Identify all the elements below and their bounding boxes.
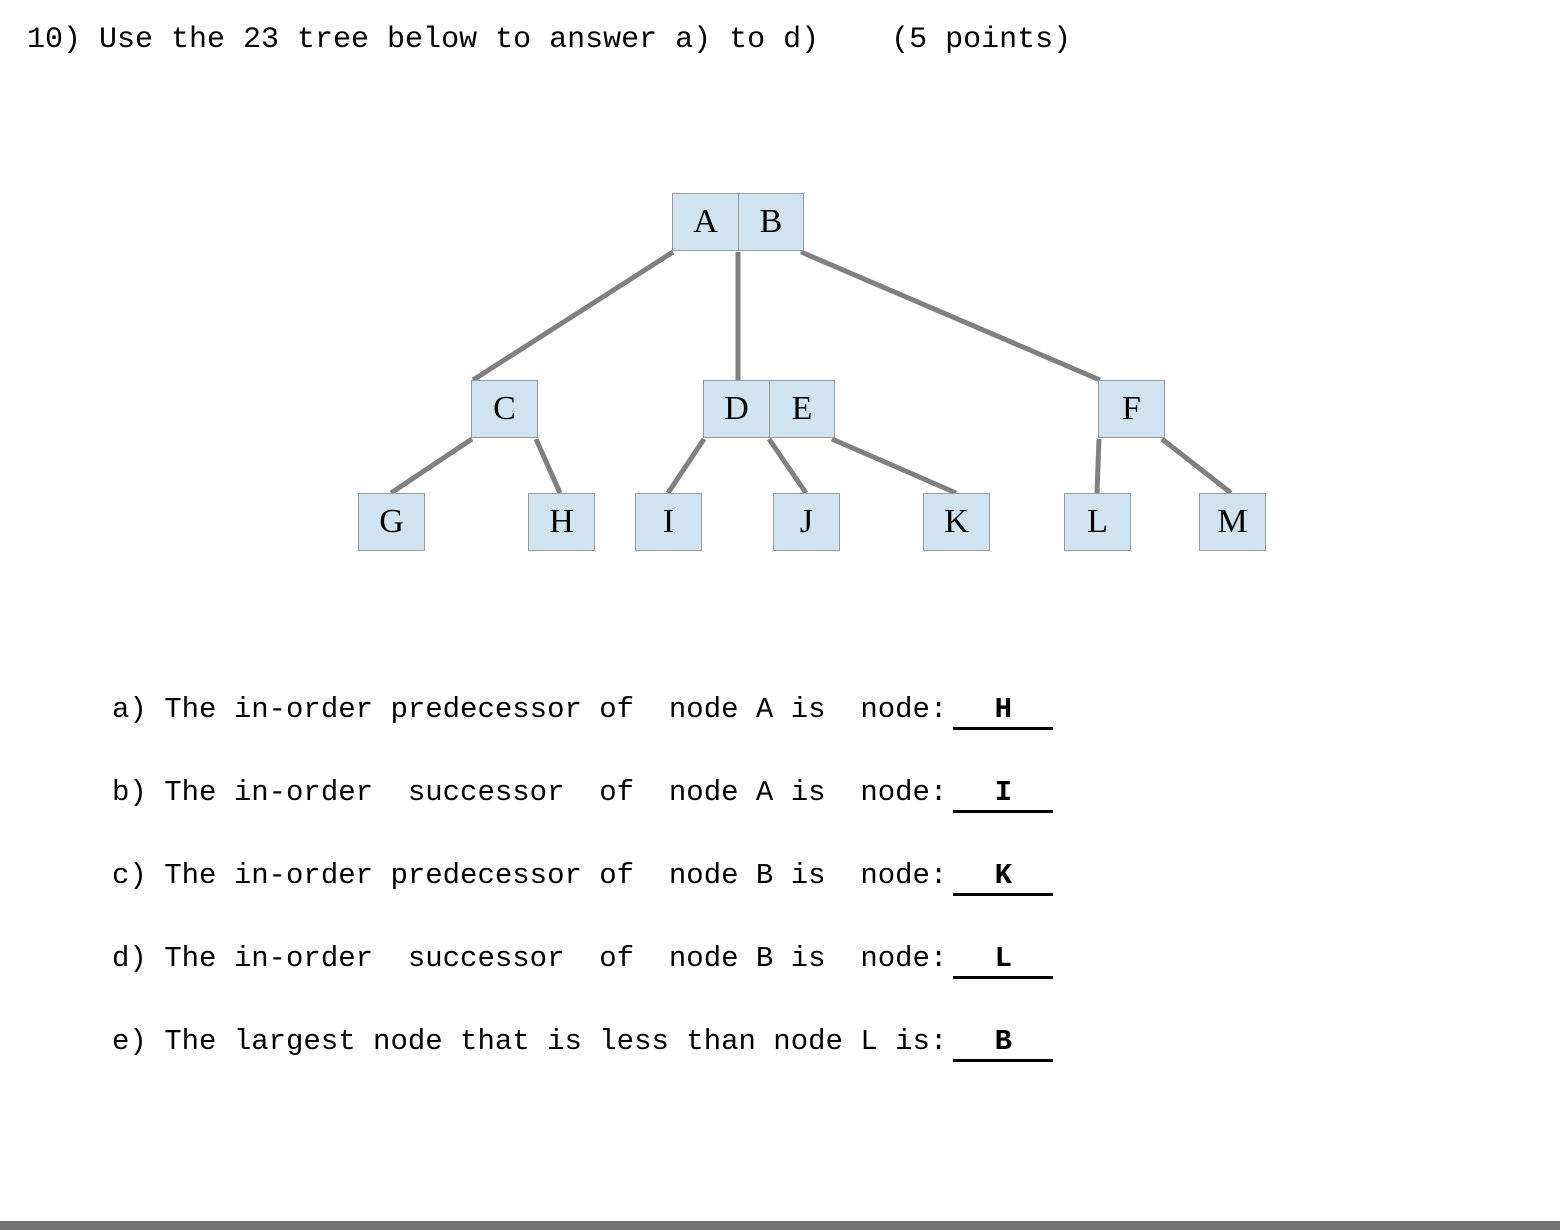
tree-edge-c-h (533, 437, 563, 495)
answer-prompt-3: c) The in-order predecessor of node B is… (112, 859, 948, 892)
tree-node-key-k: K (944, 503, 969, 540)
answer-prompt-1: a) The in-order predecessor of node A is… (112, 693, 948, 726)
tree-node-m: M (1199, 493, 1266, 551)
tree-edge-f-l (1094, 438, 1102, 494)
tree-edges-layer (389, 249, 1233, 496)
tree-node-key-c: C (493, 390, 516, 427)
tree-node-l: L (1064, 493, 1131, 551)
answer-row-5: e) The largest node that is less than no… (112, 1022, 1412, 1105)
tree-edge-de-i (665, 437, 707, 495)
tree-node-key-h: H (549, 503, 574, 540)
tree-node-key-j: J (799, 503, 814, 540)
answer-list: a) The in-order predecessor of node A is… (112, 690, 1412, 1105)
page-title: 10) Use the 23 tree below to answer a) t… (27, 23, 1072, 57)
answer-blank-5[interactable]: B (953, 1025, 1054, 1062)
tree-node-key-e: E (769, 381, 834, 437)
answer-blank-4[interactable]: L (953, 942, 1054, 979)
tree-node-h: H (528, 493, 595, 551)
tree-node-j: J (773, 493, 840, 551)
tree-node-key-d: D (724, 390, 749, 427)
answer-row-4: d) The in-order successor of node B is n… (112, 939, 1412, 1022)
answer-row-1: a) The in-order predecessor of node A is… (112, 690, 1412, 773)
answer-row-2: b) The in-order successor of node A is n… (112, 773, 1412, 856)
tree-edge-f-m (1160, 437, 1233, 495)
tree-node-key-f: F (1122, 390, 1141, 427)
tree-node-f: F (1098, 380, 1165, 438)
tree-node-c: C (471, 380, 538, 438)
tree-node-k: K (923, 493, 990, 551)
answer-prompt-4: d) The in-order successor of node B is n… (112, 942, 948, 975)
tree-node-key-g: G (379, 503, 404, 540)
tree-edge-de-k (831, 436, 957, 496)
answer-blank-3[interactable]: K (953, 859, 1054, 896)
tree-node-i: I (635, 493, 702, 551)
tree-node-key-m: M (1217, 503, 1248, 540)
tree-node-key-l: L (1087, 503, 1108, 540)
tree-node-key-i: I (662, 503, 675, 540)
page-bottom-edge (0, 1221, 1560, 1230)
tree-edge-c-g (389, 436, 474, 496)
answer-prompt-5: e) The largest node that is less than no… (112, 1025, 948, 1058)
tree-edge-de-j (766, 437, 809, 495)
tree-node-key-b: B (738, 194, 803, 250)
answer-blank-2[interactable]: I (953, 776, 1054, 813)
answer-row-3: c) The in-order predecessor of node B is… (112, 856, 1412, 939)
tree-edge-root-c (471, 249, 675, 383)
tree-node-key-a: A (693, 203, 718, 240)
answer-blank-1[interactable]: H (953, 693, 1054, 730)
tree-node-g: G (358, 493, 425, 551)
answer-prompt-2: b) The in-order successor of node A is n… (112, 776, 948, 809)
tree-edge-root-f (800, 249, 1101, 383)
